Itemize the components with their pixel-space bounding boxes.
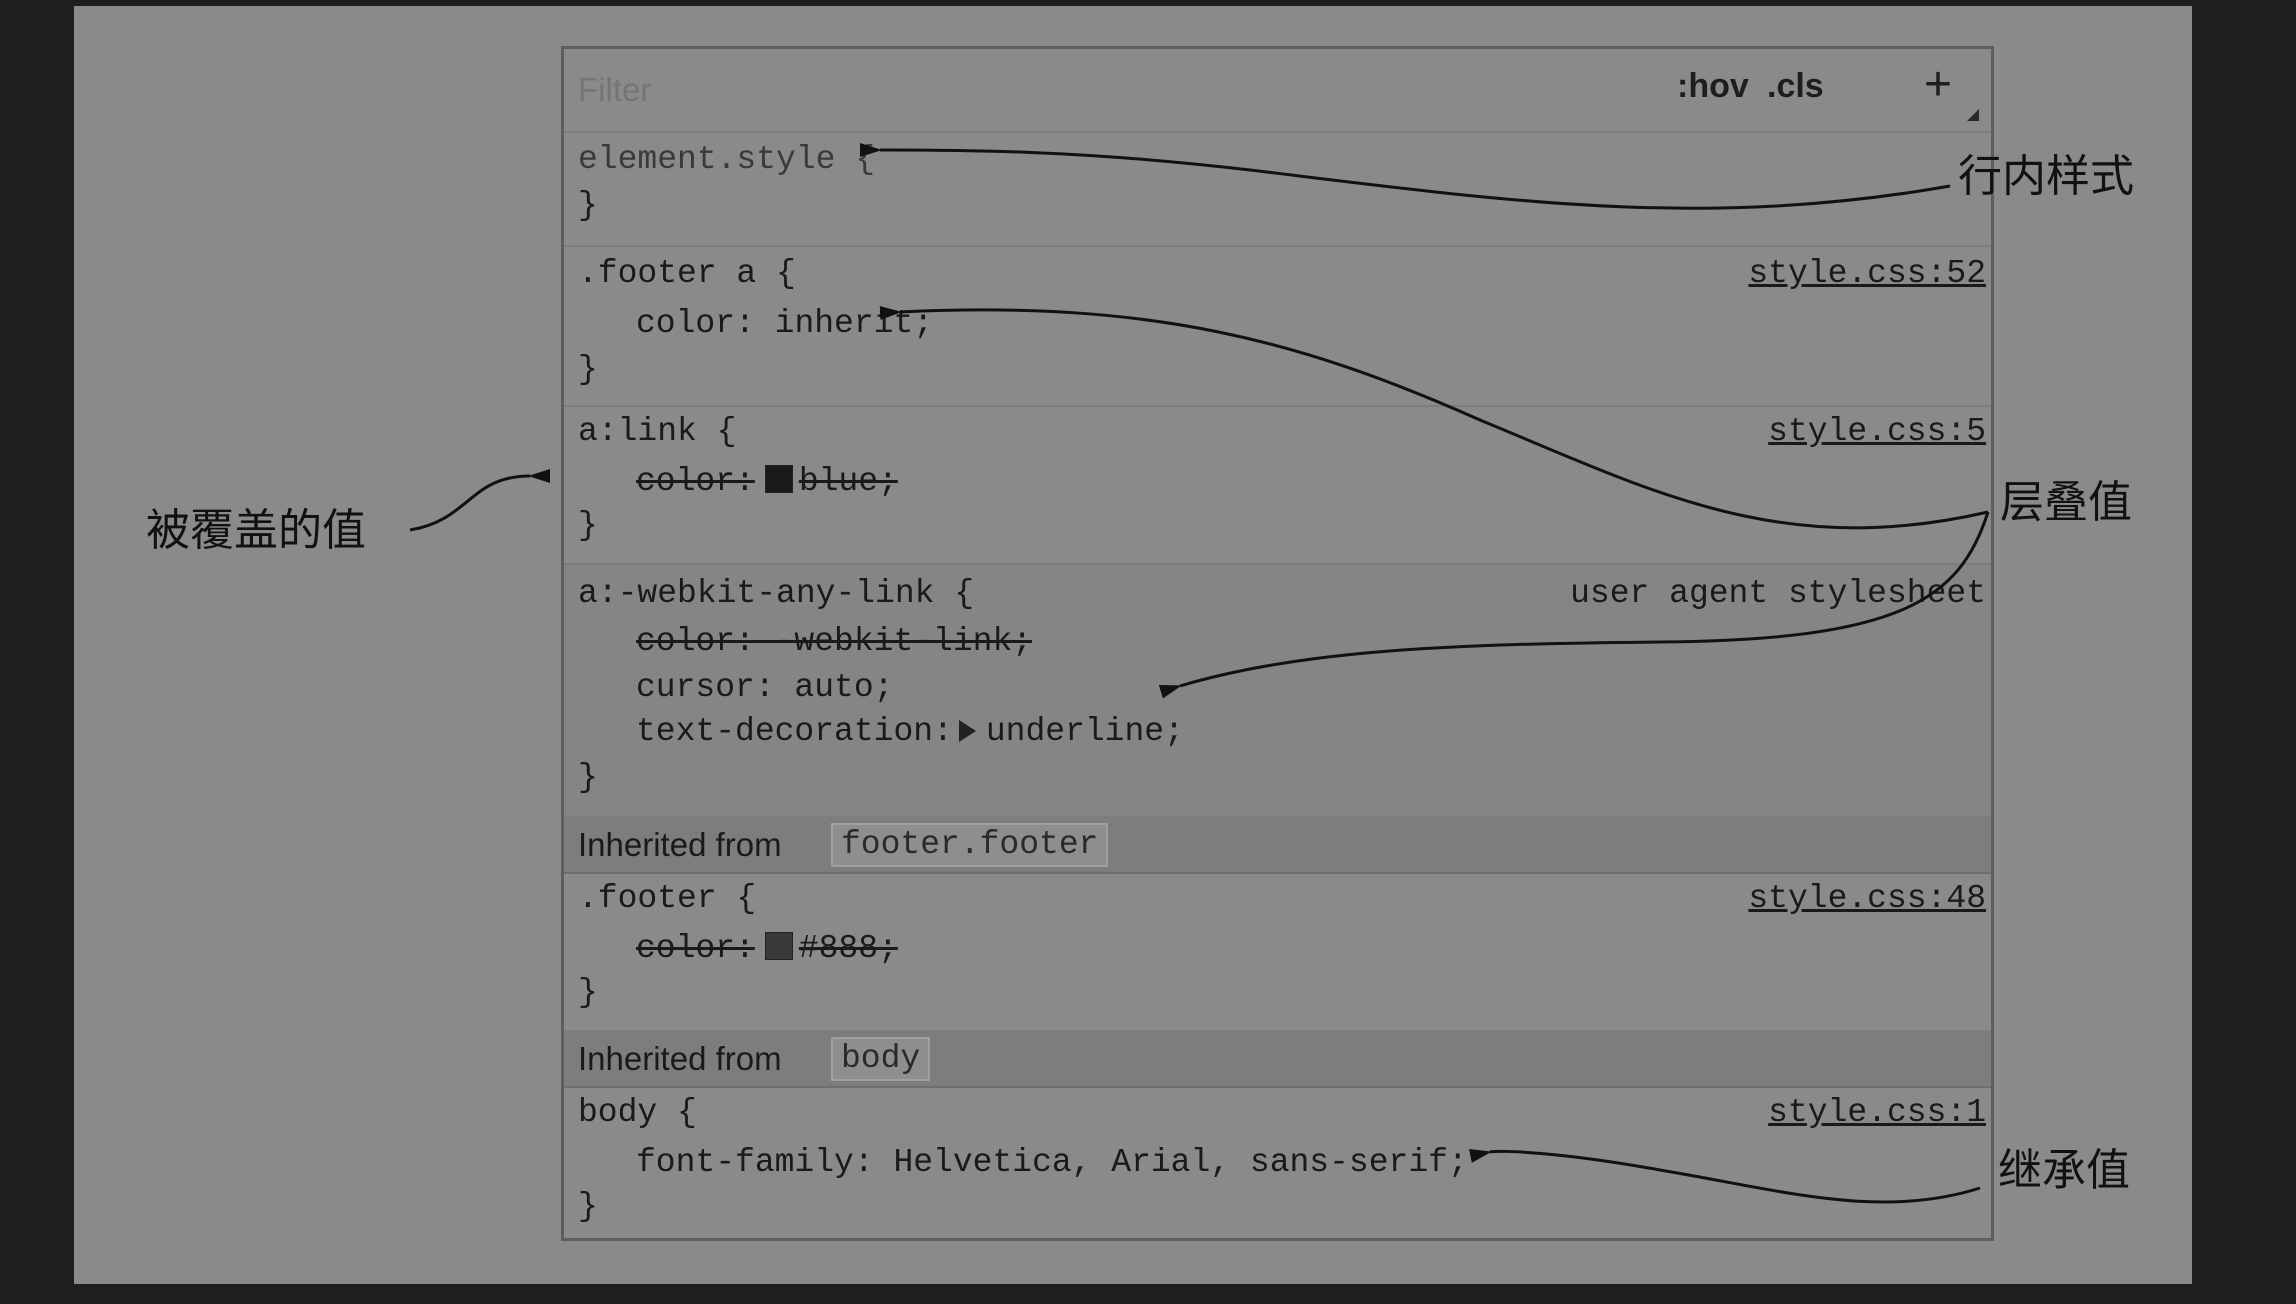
declaration-cursor[interactable]: cursor: auto;: [636, 669, 894, 706]
inherited-element-tag[interactable]: footer.footer: [831, 823, 1109, 867]
rule-footer-a: .footer a { style.css:52 color: inherit;…: [564, 247, 1991, 407]
source-link[interactable]: style.css:1: [1768, 1094, 1986, 1131]
rule-close-brace: }: [578, 1188, 598, 1225]
rule-body: body { style.css:1 font-family: Helvetic…: [564, 1088, 1991, 1238]
styles-toolbar: :hov .cls +: [564, 49, 1991, 133]
styles-pane: :hov .cls + element.style { } .footer a …: [561, 46, 1994, 1241]
rule-a-link: a:link { style.css:5 color: blue; }: [564, 407, 1991, 565]
annotation-cascaded-value: 层叠值: [2000, 477, 2132, 528]
declaration-font-family[interactable]: font-family: Helvetica, Arial, sans-seri…: [636, 1144, 1468, 1181]
source-link[interactable]: style.css:5: [1768, 413, 1986, 450]
rule-close-brace: }: [578, 507, 598, 544]
property-value: underline;: [985, 713, 1184, 750]
overridden-declaration[interactable]: color: #888;: [636, 930, 898, 967]
inherited-header-footer: Inherited from footer.footer: [564, 818, 1991, 874]
rule-selector[interactable]: .footer a {: [578, 255, 796, 292]
property-value: #888;: [798, 930, 898, 967]
user-agent-source: user agent stylesheet: [1570, 575, 1986, 612]
rule-selector[interactable]: element.style {: [578, 141, 876, 178]
inherited-header-body: Inherited from body: [564, 1032, 1991, 1088]
rule-selector[interactable]: .footer {: [578, 880, 757, 917]
rule-element-style: element.style { }: [564, 135, 1991, 247]
rule-selector[interactable]: body {: [578, 1094, 697, 1131]
property-name: color:: [636, 930, 755, 967]
annotation-inline-style: 行内样式: [1958, 151, 2134, 202]
declaration[interactable]: color: inherit;: [636, 305, 934, 342]
declaration-text-decoration[interactable]: text-decoration: underline;: [636, 713, 1184, 750]
figure-canvas: :hov .cls + element.style { } .footer a …: [74, 6, 2192, 1284]
property-name: text-decoration:: [636, 713, 953, 750]
property-value: inherit;: [774, 305, 934, 342]
annotation-inherited-value: 继承值: [1998, 1145, 2130, 1196]
rule-selector[interactable]: a:link {: [578, 413, 737, 450]
add-rule-button[interactable]: +: [1924, 58, 1953, 111]
inherited-label: Inherited from: [578, 1040, 782, 1077]
color-swatch[interactable]: [764, 465, 793, 493]
source-link[interactable]: style.css:52: [1748, 255, 1986, 292]
hov-button[interactable]: :hov: [1677, 67, 1749, 105]
property-value: blue;: [798, 463, 898, 500]
rule-selector[interactable]: a:-webkit-any-link {: [578, 575, 975, 612]
overridden-declaration[interactable]: color: blue;: [636, 463, 898, 500]
rule-close-brace: }: [578, 759, 598, 796]
inherited-label: Inherited from: [578, 826, 782, 863]
overridden-declaration[interactable]: color: -webkit-link;: [636, 623, 1033, 660]
corner-triangle-icon: [1967, 109, 1979, 121]
color-swatch[interactable]: [764, 932, 793, 960]
source-link[interactable]: style.css:48: [1748, 880, 1986, 917]
rule-close-brace: }: [578, 187, 598, 224]
rule-footer: .footer { style.css:48 color: #888; }: [564, 874, 1991, 1032]
property-name: color:: [636, 463, 755, 500]
rule-webkit-any-link: a:-webkit-any-link { user agent styleshe…: [564, 565, 1991, 818]
rule-close-brace: }: [578, 351, 598, 388]
property-name: color: [636, 305, 736, 342]
filter-input[interactable]: [578, 71, 878, 109]
rule-close-brace: }: [578, 974, 598, 1011]
cls-button[interactable]: .cls: [1767, 67, 1824, 105]
inherited-element-tag[interactable]: body: [831, 1037, 931, 1081]
annotation-overridden-value: 被覆盖的值: [146, 505, 366, 556]
expand-triangle-icon[interactable]: [958, 720, 976, 742]
